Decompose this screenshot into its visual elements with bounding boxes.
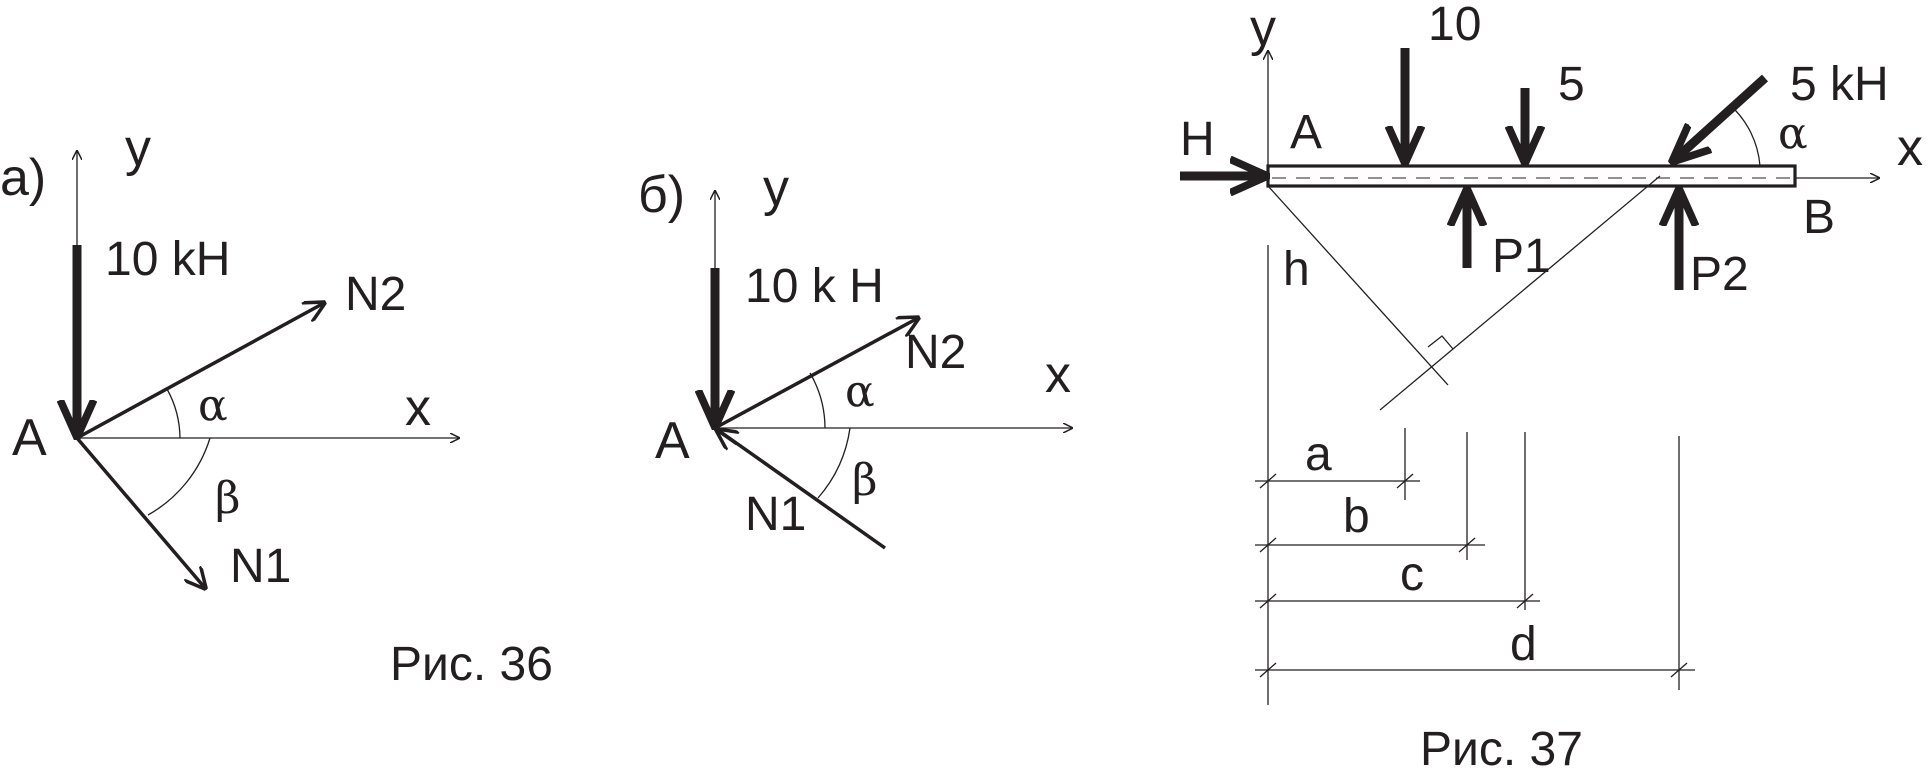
load-5kn-inclined-arrow — [1673, 74, 1769, 161]
b-point-label: A — [655, 412, 690, 470]
b-n1-label: N1 — [745, 488, 806, 541]
a-alpha-label: α — [198, 380, 228, 431]
load-10-label: 10 — [1428, 0, 1481, 51]
a-n1-arrow — [75, 436, 205, 588]
b-n2-arrow — [714, 318, 918, 430]
fig37-alpha-label: α — [1778, 108, 1808, 159]
b-n2-label: N2 — [905, 326, 966, 379]
a-point-label: A — [12, 409, 47, 467]
fig37-y-label: y — [1250, 0, 1276, 57]
b-force-label: 10 k Н — [745, 260, 884, 313]
a-y-label: y — [125, 119, 151, 177]
a-n2-arrow — [76, 303, 324, 440]
load-5-label: 5 — [1558, 58, 1585, 111]
fig37-beam-diagram: y 10 5 5 kН α x H A B P1 P2 h a b c d — [1180, 0, 1923, 705]
dim-d-tick-right — [1670, 662, 1688, 678]
load-5kn-label: 5 kН — [1790, 58, 1889, 111]
p2-label: P2 — [1690, 248, 1749, 301]
a-n1-label: N1 — [230, 540, 291, 593]
dim-c-tick-left — [1259, 593, 1277, 609]
dim-a-tick-right — [1396, 473, 1414, 489]
p1-label: P1 — [1492, 230, 1551, 283]
fig36-caption: Рис. 36 — [390, 638, 553, 691]
b-alpha-label: α — [845, 366, 875, 417]
h-dim-label: h — [1283, 243, 1310, 296]
point-a-label: A — [1290, 106, 1322, 159]
dim-c-tick-right — [1516, 593, 1534, 609]
dim-d-tick-left — [1259, 662, 1277, 678]
b-panel-tag: б) — [638, 166, 685, 224]
fig36-panel-a: а) y 10 kН N2 x A α β N1 — [0, 119, 460, 593]
beam-ab — [1266, 164, 1797, 188]
a-n2-label: N2 — [345, 268, 406, 321]
dim-b-tick-left — [1259, 537, 1277, 553]
b-x-label: x — [1045, 346, 1071, 404]
a-panel-tag: а) — [0, 149, 46, 207]
a-force-label: 10 kН — [105, 233, 230, 286]
dim-b-label: b — [1343, 490, 1370, 543]
h-construction-line — [1267, 185, 1449, 386]
dim-b-tick-right — [1458, 537, 1476, 553]
fig37-caption: Рис. 37 — [1420, 723, 1583, 772]
dim-a-tick-left — [1259, 473, 1277, 489]
b-beta-arc — [817, 427, 851, 499]
b-n1-arrowhead — [717, 430, 737, 444]
a-beta-label: β — [215, 473, 240, 524]
dim-c-label: c — [1400, 548, 1424, 601]
a-alpha-arc — [166, 388, 181, 439]
right-angle-mark — [1427, 335, 1454, 350]
fig36-panel-b: б) y 10 k Н N2 x α A β N1 — [638, 159, 1073, 550]
b-beta-label: β — [852, 455, 877, 506]
dim-a-label: a — [1305, 428, 1332, 481]
a-x-label: x — [405, 379, 431, 437]
inclined-line-of-action — [1379, 175, 1661, 411]
a-beta-arc — [147, 437, 211, 516]
dim-d-label: d — [1510, 618, 1537, 671]
fig37-alpha-arc — [1729, 104, 1761, 167]
b-n1-line — [713, 426, 887, 550]
point-b-label: B — [1803, 191, 1835, 244]
fig37-x-label: x — [1897, 119, 1923, 177]
h-force-label: H — [1180, 113, 1215, 166]
b-alpha-arc — [809, 372, 826, 429]
b-y-label: y — [763, 159, 789, 217]
